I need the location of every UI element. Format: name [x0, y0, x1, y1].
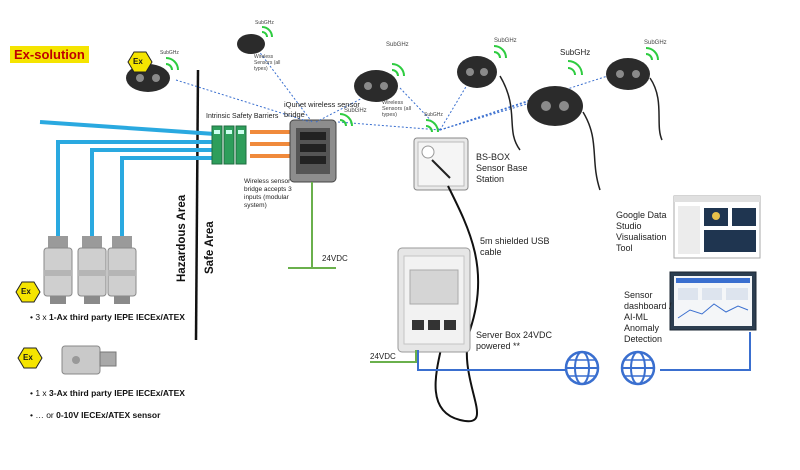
bullet-prefix: 1 x [35, 388, 50, 398]
internet-globe-left-icon [564, 350, 600, 386]
network-line-right [660, 332, 751, 371]
wireless-sensor-puck [457, 56, 497, 88]
subghz-label: SubGHz [560, 48, 591, 57]
barriers-label: Intrinsic Safety Barriers [206, 113, 279, 120]
bs-box [413, 137, 469, 191]
bullet-text: 0-10V IECEx/ATEX sensor [56, 410, 161, 420]
subghz-label: SubGHz [344, 108, 367, 114]
iepe-sensor-3 [107, 236, 137, 304]
bullet-item: • 3 x 1-Ax third party IEPE IECEx/ATEX [30, 312, 185, 322]
bridge-power-label: 24VDC [322, 254, 348, 263]
bs-box-label: BS-BOX Sensor Base Station [476, 152, 528, 184]
bullet-text: 3-Ax third party IEPE IECEx/ATEX [49, 388, 185, 398]
usb-cable-label: 5m shielded USB cable [480, 236, 550, 257]
bullet-item: • … or 0-10V IECEx/ATEX sensor [30, 410, 161, 420]
wifi-signals [165, 26, 659, 133]
data-studio-screen [673, 195, 761, 259]
ex-mark: Ex [133, 57, 143, 66]
subghz-label: SubGHz [386, 42, 409, 48]
ex-hazard-icon [17, 347, 43, 369]
sensor-bridge [289, 119, 337, 183]
ex-mark: Ex [23, 353, 33, 362]
subghz-label: SubGHz [255, 20, 274, 26]
hazardous-area-label: Hazardous Area [176, 194, 188, 282]
ex-hazard-icon [15, 281, 41, 303]
server-box-label: Server Box 24VDC powered ** [476, 330, 553, 351]
safe-area-label: Safe Area [204, 221, 216, 274]
sensor-dashboard-label: Sensor dashboard / AI-ML Anomaly Detecti… [624, 290, 672, 344]
server-power-label: 24VDC [370, 352, 396, 361]
bullet-prefix: … or [35, 410, 57, 420]
bridge-power-line [288, 182, 336, 269]
dashboard-monitor [669, 271, 757, 331]
subghz-label: SubGHz [494, 38, 517, 44]
sensor-leads [499, 75, 663, 191]
bridge-title-label: iQunet wireless sensor bridge [284, 100, 360, 119]
server-box [397, 247, 471, 353]
wireless-sensor-puck [527, 86, 583, 126]
server-power-line [370, 350, 417, 363]
ex-hazard-icon [127, 51, 153, 73]
subghz-label: SubGHz [424, 112, 443, 118]
google-data-studio-label: Google Data Studio Visualisation Tool [616, 210, 667, 253]
wireless-sensors-label: Wireless Sensors (all types) [382, 100, 412, 118]
wireless-sensor-puck [606, 58, 650, 90]
triaxial-sensor [61, 345, 117, 375]
zone-divider [194, 69, 200, 341]
bullet-text: 1-Ax third party IEPE IECEx/ATEX [49, 312, 185, 322]
internet-globe-right-icon [620, 350, 656, 386]
usb-cable [434, 185, 480, 423]
bridge-note-label: Wireless sensor bridge accepts 3 inputs … [244, 178, 292, 209]
ex-mark: Ex [21, 287, 31, 296]
wireless-sensors-small-label: Wireless Sensors (all types) [254, 54, 281, 72]
network-line-left [417, 350, 565, 371]
iepe-sensor-1 [43, 236, 73, 304]
wireless-links [175, 49, 621, 131]
iepe-sensor-2 [77, 236, 107, 304]
page-title: Ex-solution [10, 46, 89, 63]
wireless-sensor-puck [237, 34, 265, 54]
wireless-sensor-puck [354, 70, 398, 102]
wireless-sensors [126, 34, 650, 126]
sensor-cables [39, 120, 216, 240]
bullet-item: • 1 x 3-Ax third party IEPE IECEx/ATEX [30, 388, 185, 398]
barrier-cables [250, 130, 292, 158]
subghz-label: SubGHz [644, 40, 667, 46]
bullet-prefix: 3 x [35, 312, 50, 322]
safety-barriers [211, 125, 247, 165]
subghz-label: SubGHz [160, 50, 179, 56]
